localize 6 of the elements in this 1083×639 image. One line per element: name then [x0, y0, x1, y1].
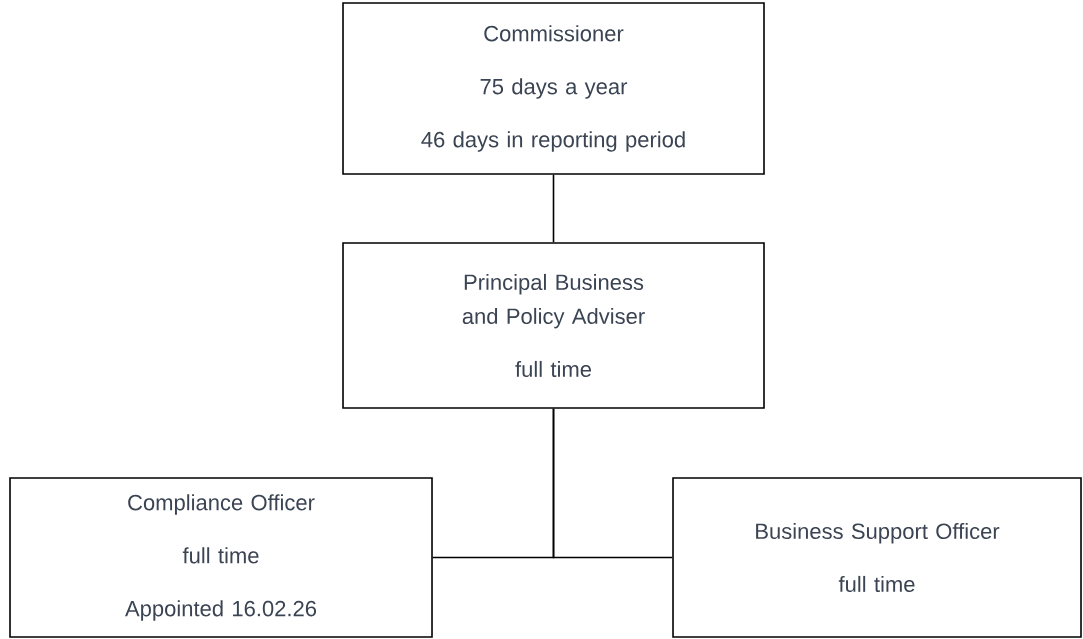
connector-line — [552, 408, 673, 559]
org-box: Compliance Officer full time Appointed 16.02.26 — [9, 477, 433, 638]
org-box: Commissioner 75 days a year 46 days in reporting period — [342, 2, 765, 175]
org-box: Principal Business and Policy Adviser full time — [342, 242, 765, 409]
connector-line — [552, 174, 555, 243]
org-box: Business Support Officer full time — [672, 477, 1082, 638]
